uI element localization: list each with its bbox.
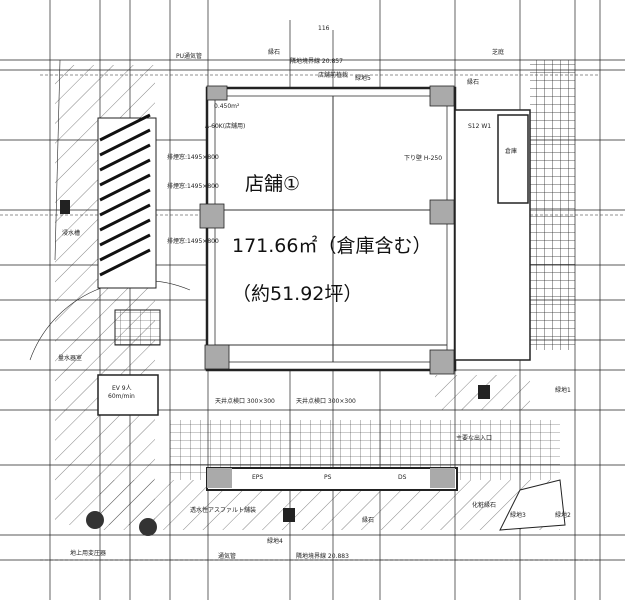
- fire-damper: A-60K(店舗用): [205, 122, 245, 130]
- smoke-window-1: 排煙窓:1495×800: [167, 153, 219, 161]
- annotations: 116 隣地境界線 20.857 PU通気管 縁石 店舗前植栽 縁石 緑地5 芝…: [58, 25, 571, 560]
- transformer-icon: [139, 518, 157, 536]
- boundary-top: 隣地境界線 20.857: [290, 57, 343, 65]
- green4: 緑地4: [267, 537, 283, 545]
- permeable-label: 透水性アスファルト舗装: [190, 506, 256, 514]
- stair: [114, 309, 161, 346]
- vent-area: 0.450m²: [214, 103, 240, 110]
- curb-right: 縁石: [467, 78, 479, 86]
- elevator: [97, 374, 159, 416]
- curb-top: 縁石: [268, 48, 280, 56]
- green-area-right: [499, 479, 566, 531]
- water-meter-label: 量水器室: [58, 354, 82, 362]
- green3: 緑地3: [510, 511, 526, 519]
- ev-speed: 60m/min: [108, 393, 135, 400]
- pipe-top: PU通気管: [176, 52, 202, 60]
- drain-icon: [60, 200, 70, 214]
- bottom-wall: [206, 467, 458, 491]
- drain-icon: [478, 385, 490, 399]
- store-area: 171.66㎡（倉庫含む）: [232, 234, 431, 257]
- column: [207, 468, 232, 488]
- smoke-window-2: 排煙窓:1495×800: [167, 182, 219, 190]
- vent-pipe: 通気管: [218, 552, 236, 560]
- ceiling-hatch-1: 天井点検口 300×300: [215, 397, 275, 405]
- seepage-label: 浸水槽: [62, 229, 80, 237]
- ps-label: PS: [324, 474, 332, 481]
- decor-curb: 化粧縁石: [472, 501, 496, 509]
- smoke-window-3: 排煙窓:1495×800: [167, 237, 219, 245]
- green1: 緑地1: [555, 386, 571, 394]
- columns: [199, 85, 455, 375]
- tile-strip-right: [530, 60, 575, 350]
- drain-icon: [283, 508, 295, 522]
- eps-label: EPS: [252, 474, 263, 481]
- main-entrance: 主要な出入口: [456, 434, 492, 442]
- transformer-label: 地上用変圧器: [70, 549, 106, 557]
- planter-rows: [99, 113, 151, 277]
- planting-label: 店舗前植栽: [318, 71, 348, 79]
- storage-label: 倉庫: [505, 147, 517, 155]
- ds-label: DS: [398, 474, 407, 481]
- door-code: S12 W1: [468, 123, 491, 130]
- store-name: 店舗①: [245, 173, 300, 195]
- lawn-label: 芝庭: [492, 48, 504, 56]
- dim-top: 116: [318, 25, 330, 32]
- storage-shelf: [497, 114, 529, 204]
- drop-wall: 下り壁 H-250: [404, 154, 442, 162]
- green2: 緑地2: [555, 511, 571, 519]
- green5: 緑地5: [355, 74, 371, 82]
- column: [430, 468, 455, 488]
- transformer-icon: [86, 511, 104, 529]
- boundary-bottom: 隣地境界線 20.883: [296, 552, 349, 560]
- ceiling-hatch-2: 天井点検口 300×300: [296, 397, 356, 405]
- storage-room: [454, 109, 531, 361]
- curb-bottom: 縁石: [362, 516, 374, 524]
- ev-label: EV 9人: [112, 385, 132, 392]
- store-tsubo: （約51.92坪）: [232, 283, 362, 305]
- store-room: [205, 86, 457, 372]
